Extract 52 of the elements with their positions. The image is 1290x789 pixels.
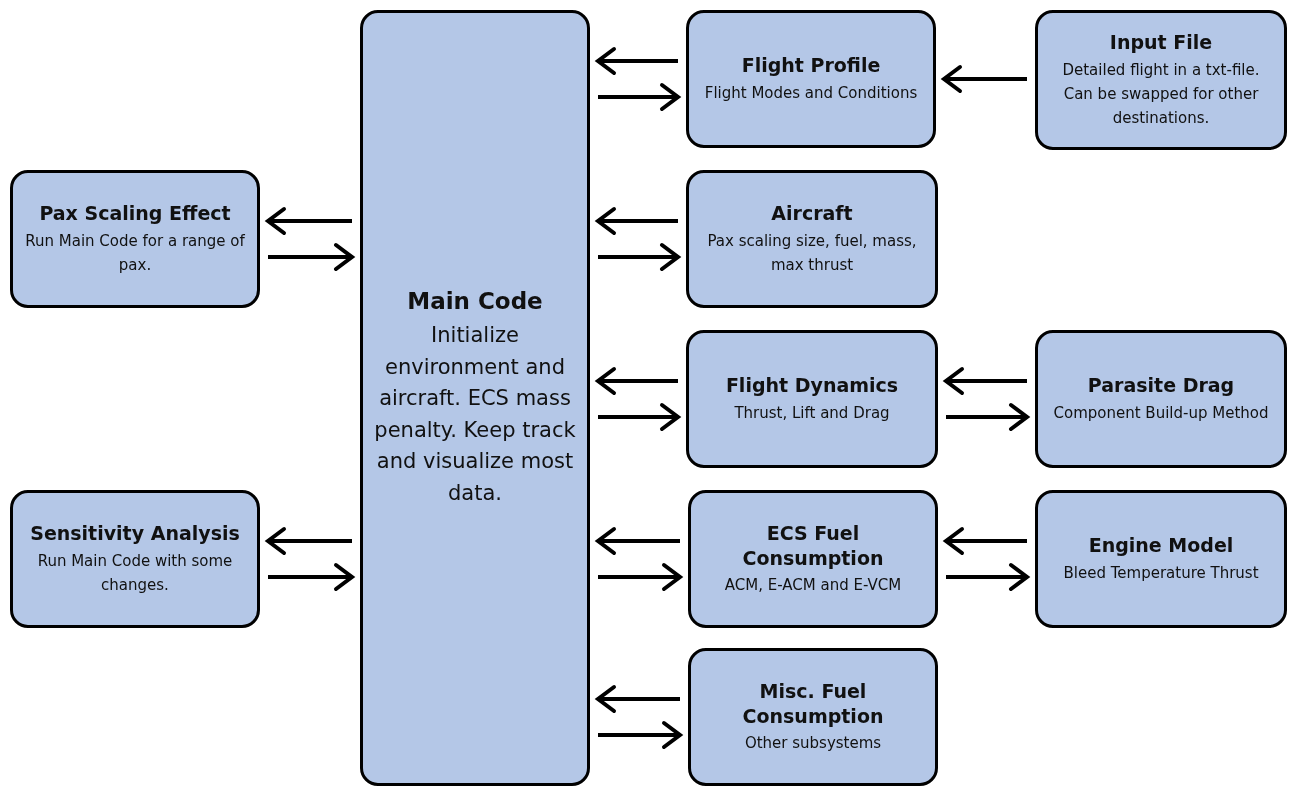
box-description: ACM, E-ACM and E-VCM bbox=[724, 575, 902, 597]
box-title: Misc. Fuel Consumption bbox=[741, 678, 885, 729]
process-box bbox=[686, 170, 938, 308]
box-description: Run Main Code with some changes. bbox=[36, 550, 234, 596]
box-title: Engine Model bbox=[1088, 533, 1234, 558]
arrow bbox=[268, 563, 354, 591]
arrow bbox=[598, 403, 680, 431]
arrow bbox=[596, 367, 678, 395]
arrow bbox=[596, 47, 678, 75]
box-title: Sensitivity Analysis bbox=[30, 521, 240, 546]
box-description: Thrust, Lift and Drag bbox=[734, 402, 890, 424]
arrow bbox=[598, 243, 680, 271]
arrow bbox=[944, 527, 1027, 555]
process-box bbox=[686, 330, 938, 468]
box-title: Main Code bbox=[407, 286, 543, 316]
box-title: Flight Dynamics bbox=[725, 373, 899, 398]
arrow bbox=[598, 721, 682, 749]
process-box bbox=[10, 490, 260, 628]
box-description: Pax scaling size, fuel, mass, max thrust bbox=[706, 230, 918, 276]
process-box bbox=[686, 10, 936, 148]
box-description: Run Main Code for a range of pax. bbox=[24, 230, 246, 276]
arrow bbox=[266, 527, 352, 555]
box-title: Aircraft bbox=[771, 201, 853, 226]
arrow bbox=[596, 527, 680, 555]
box-description: Initialize environment and aircraft. ECS mass penalty. Keep track and visualize most data. bbox=[373, 322, 577, 507]
box-description: Detailed flight in a txt-file. Can be swapped for other destinations. bbox=[1061, 59, 1261, 129]
box-title: ECS Fuel Consumption bbox=[741, 520, 885, 571]
process-box bbox=[360, 10, 590, 786]
arrow bbox=[596, 685, 680, 713]
arrow bbox=[598, 563, 682, 591]
box-title: Pax Scaling Effect bbox=[39, 201, 231, 226]
process-box bbox=[1035, 490, 1287, 628]
process-box bbox=[10, 170, 260, 308]
box-title: Flight Profile bbox=[741, 53, 881, 78]
arrow bbox=[266, 207, 352, 235]
arrow bbox=[596, 207, 678, 235]
arrow bbox=[946, 403, 1029, 431]
box-description: Component Build-up Method bbox=[1053, 402, 1269, 424]
arrow bbox=[942, 65, 1027, 93]
process-box bbox=[1035, 10, 1287, 150]
box-title: Parasite Drag bbox=[1087, 373, 1235, 398]
box-description: Bleed Temperature Thrust bbox=[1063, 562, 1259, 584]
arrow bbox=[944, 367, 1027, 395]
arrow bbox=[268, 243, 354, 271]
box-description: Other subsystems bbox=[744, 733, 882, 755]
process-box bbox=[688, 490, 938, 628]
process-box bbox=[1035, 330, 1287, 468]
process-box bbox=[688, 648, 938, 786]
arrow bbox=[946, 563, 1029, 591]
box-title: Input File bbox=[1109, 30, 1213, 55]
arrow bbox=[598, 83, 680, 111]
box-description: Flight Modes and Conditions bbox=[704, 82, 918, 104]
